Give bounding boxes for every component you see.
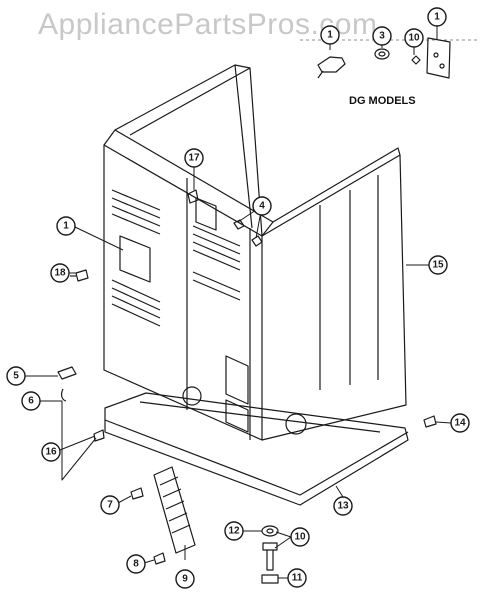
callout-label: 4 (259, 201, 265, 212)
dg-power-cord-inset (300, 37, 478, 79)
callout-11 (287, 568, 307, 588)
hardware-parts (57, 189, 437, 584)
callout-label: 5 (13, 371, 19, 382)
callout-label: 15 (432, 260, 444, 271)
callout-1-top (320, 25, 340, 45)
callout-label: 9 (182, 574, 188, 585)
callout-5 (6, 366, 26, 386)
callout-label: 10 (408, 33, 420, 44)
callout-label: 1 (434, 12, 440, 23)
callout-1-inset (427, 7, 447, 27)
callout-label: 11 (292, 573, 303, 584)
callout-label: 13 (337, 501, 349, 512)
callout-label: 6 (28, 396, 34, 407)
dg-models-label: DG MODELS (349, 95, 416, 107)
callout-1-side (56, 216, 76, 236)
leader-lines (25, 18, 452, 579)
callout-4 (252, 196, 272, 216)
callout-14 (450, 413, 470, 433)
callout-label: 10 (294, 532, 306, 543)
callout-9 (175, 569, 195, 589)
callout-16 (41, 442, 61, 462)
callout-12 (224, 521, 244, 541)
callout-6 (21, 391, 41, 411)
callout-label: 8 (133, 559, 139, 570)
callout-7 (100, 495, 120, 515)
callout-label: 18 (54, 268, 66, 279)
callout-10 (290, 527, 310, 547)
callout-label: 16 (45, 447, 57, 458)
callout-10-inset (404, 28, 424, 48)
callout-15 (428, 255, 448, 275)
cabinet-base-frame (104, 392, 409, 506)
callout-label: 1 (327, 30, 333, 41)
callout-17 (184, 148, 204, 168)
callout-3-inset (372, 26, 392, 46)
callout-13 (333, 496, 353, 516)
callout-label: 17 (188, 153, 200, 164)
callout-label: 12 (228, 526, 240, 537)
callout-label: 1 (63, 221, 69, 232)
callout-label: 3 (379, 31, 385, 42)
callout-8 (126, 554, 146, 574)
callout-18 (50, 263, 70, 283)
callout-label: 14 (454, 418, 466, 429)
dryer-cabinet (103, 64, 407, 441)
callout-label: 7 (107, 500, 113, 511)
